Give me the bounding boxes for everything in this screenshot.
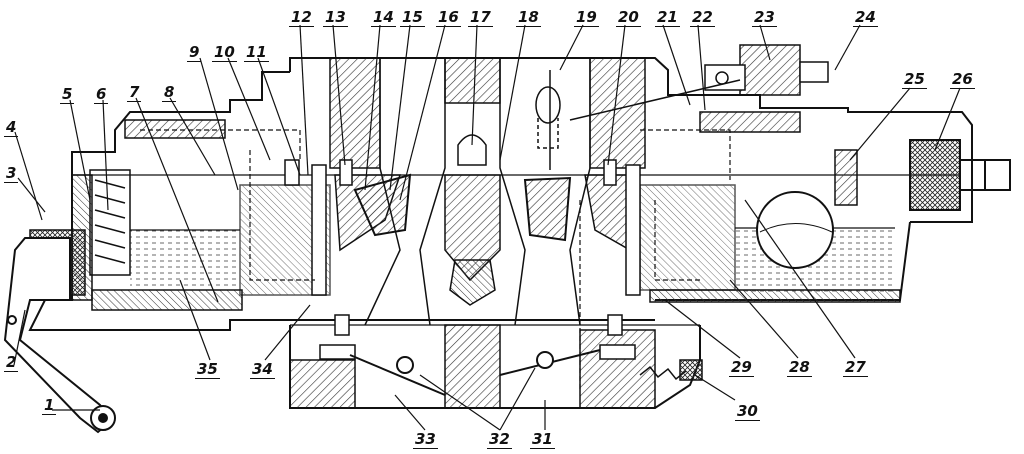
- callout-3: 3: [4, 164, 19, 183]
- callout-16: 16: [436, 8, 461, 27]
- callout-26: 26: [950, 70, 975, 89]
- callout-12: 12: [289, 8, 314, 27]
- callout-7: 7: [127, 83, 142, 102]
- callout-31: 31: [530, 430, 555, 449]
- callout-2: 2: [4, 353, 19, 372]
- callout-5: 5: [60, 85, 75, 104]
- callout-6: 6: [94, 85, 109, 104]
- callout-13: 13: [323, 8, 348, 27]
- callout-11: 11: [244, 43, 269, 62]
- callout-28: 28: [787, 358, 812, 377]
- callout-8: 8: [162, 83, 177, 102]
- callout-25: 25: [902, 70, 927, 89]
- callout-29: 29: [729, 358, 754, 377]
- callout-30: 30: [735, 402, 760, 421]
- callout-33: 33: [413, 430, 438, 449]
- callout-9: 9: [187, 43, 202, 62]
- callout-35: 35: [195, 360, 220, 379]
- callout-32: 32: [487, 430, 512, 449]
- callout-18: 18: [516, 8, 541, 27]
- callout-24: 24: [853, 8, 878, 27]
- callout-27: 27: [843, 358, 868, 377]
- callout-15: 15: [400, 8, 425, 27]
- callout-1: 1: [42, 396, 57, 415]
- callout-19: 19: [574, 8, 599, 27]
- callout-23: 23: [752, 8, 777, 27]
- callout-17: 17: [468, 8, 493, 27]
- callout-20: 20: [616, 8, 641, 27]
- callout-14: 14: [371, 8, 396, 27]
- callout-4: 4: [4, 118, 19, 137]
- callout-21: 21: [655, 8, 680, 27]
- callout-34: 34: [250, 360, 275, 379]
- callout-22: 22: [690, 8, 715, 27]
- callout-10: 10: [212, 43, 237, 62]
